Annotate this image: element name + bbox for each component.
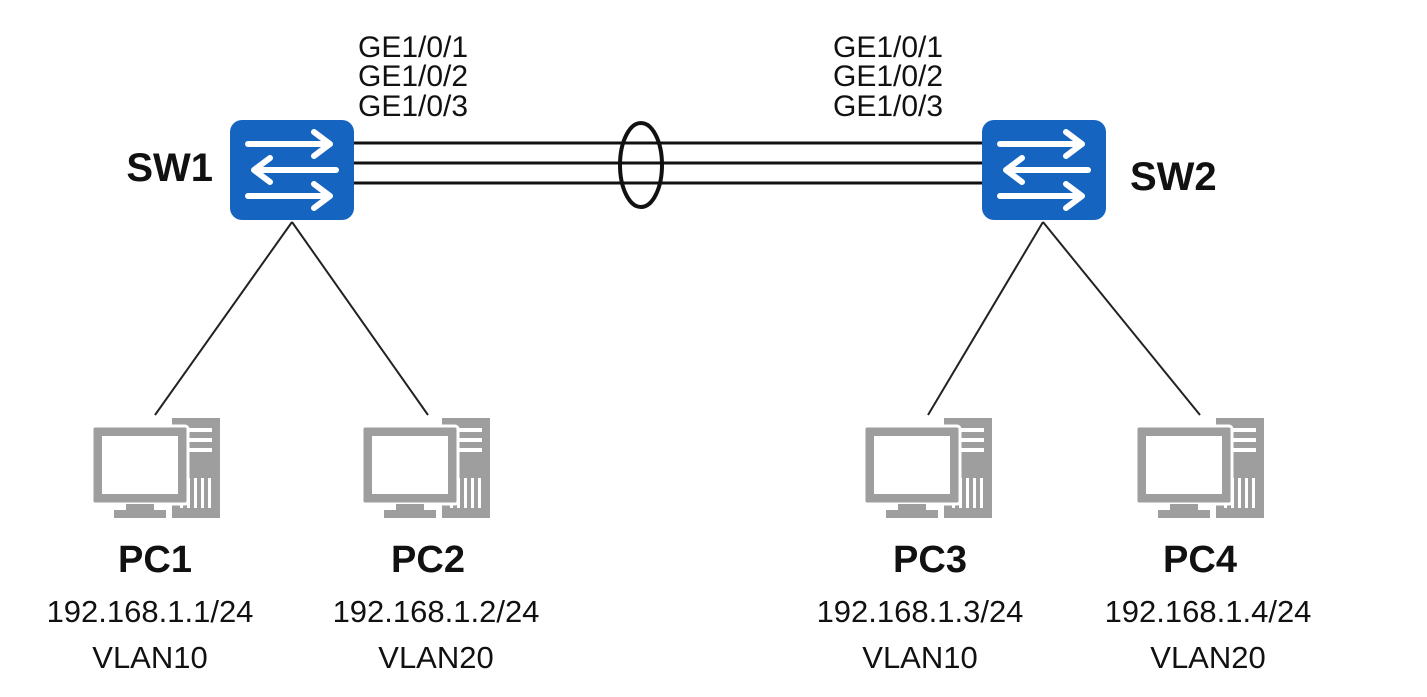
pc-ip: 192.168.1.1/24 bbox=[47, 594, 254, 629]
link-sw2-pc4 bbox=[1042, 221, 1201, 416]
port-label: GE1/0/3 bbox=[833, 90, 943, 123]
pc-icon bbox=[1134, 416, 1266, 520]
port-label: GE1/0/1 bbox=[358, 31, 468, 64]
pc-ip: 192.168.1.2/24 bbox=[333, 594, 540, 629]
pc-name: PC3 bbox=[893, 539, 967, 581]
switch-name: SW1 bbox=[126, 146, 213, 190]
pc-name: PC4 bbox=[1163, 539, 1237, 581]
link-sw1-pc2 bbox=[291, 221, 429, 416]
switch-sw2: SW2 GE1/0/1 GE1/0/2 GE1/0/3 bbox=[833, 31, 1217, 220]
switch-name: SW2 bbox=[1130, 155, 1217, 199]
switch-icon bbox=[230, 120, 354, 220]
pc-ip: 192.168.1.3/24 bbox=[817, 594, 1024, 629]
link-aggregation-ellipse bbox=[618, 121, 664, 209]
pc-ip: 192.168.1.4/24 bbox=[1105, 594, 1312, 629]
eth-trunk-links bbox=[352, 121, 982, 209]
port-label: GE1/0/2 bbox=[358, 60, 468, 93]
port-label: GE1/0/3 bbox=[358, 90, 468, 123]
pc-vlan: VLAN20 bbox=[378, 640, 493, 675]
pc-vlan: VLAN10 bbox=[862, 640, 977, 675]
pc-icon bbox=[360, 416, 492, 520]
pc-vlan: VLAN10 bbox=[92, 640, 207, 675]
pc-pc3: PC3 192.168.1.3/24 VLAN10 bbox=[817, 416, 1024, 675]
pc-icon bbox=[90, 416, 222, 520]
link-sw1-pc1 bbox=[154, 221, 293, 416]
pc-vlan: VLAN20 bbox=[1150, 640, 1265, 675]
pc-pc1: PC1 192.168.1.1/24 VLAN10 bbox=[47, 416, 254, 675]
pc-pc2: PC2 192.168.1.2/24 VLAN20 bbox=[333, 416, 540, 675]
link-sw2-pc3 bbox=[927, 221, 1044, 416]
port-label: GE1/0/1 bbox=[833, 31, 943, 64]
switch-icon bbox=[982, 120, 1106, 220]
pc-name: PC2 bbox=[391, 539, 465, 581]
port-label: GE1/0/2 bbox=[833, 60, 943, 93]
access-links bbox=[154, 221, 1201, 416]
switch-sw1: SW1 GE1/0/1 GE1/0/2 GE1/0/3 bbox=[126, 31, 468, 220]
pc-pc4: PC4 192.168.1.4/24 VLAN20 bbox=[1105, 416, 1312, 675]
pc-icon bbox=[862, 416, 994, 520]
pc-name: PC1 bbox=[118, 539, 192, 581]
